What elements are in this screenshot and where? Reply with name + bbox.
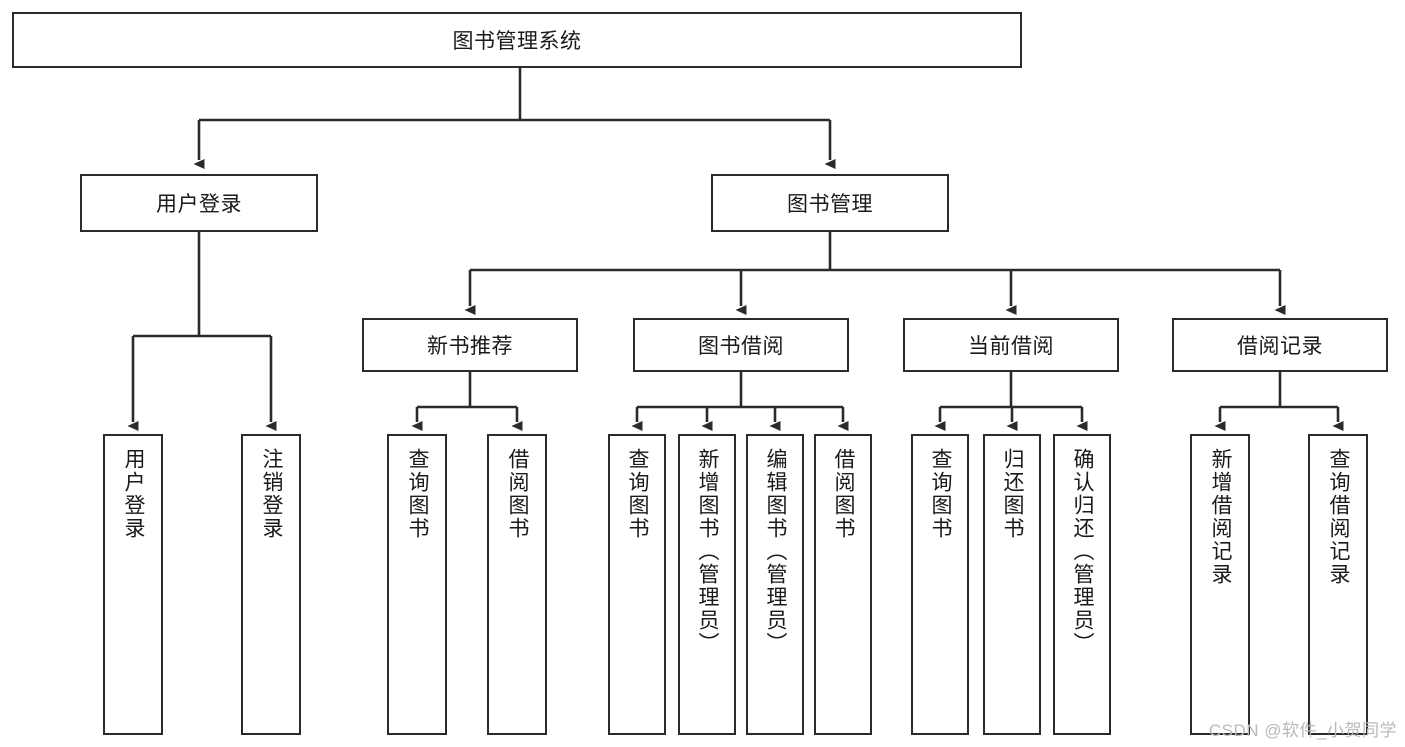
node-leaf-query-record[interactable]: 查询借阅记录 — [1308, 434, 1368, 735]
node-leaf-edit-book[interactable]: 编辑图书（管理员） — [746, 434, 804, 735]
node-leaf-user-login[interactable]: 用户登录 — [103, 434, 163, 735]
node-user-login[interactable]: 用户登录 — [80, 174, 318, 232]
node-leaf-add-record-label: 新增借阅记录 — [1209, 448, 1233, 586]
node-new-book-rec[interactable]: 新书推荐 — [362, 318, 578, 372]
node-leaf-add-record[interactable]: 新增借阅记录 — [1190, 434, 1250, 735]
node-root[interactable]: 图书管理系统 — [12, 12, 1022, 68]
node-leaf-borrow-book-rec-label: 借阅图书 — [506, 448, 530, 540]
node-leaf-return-book-label: 归还图书 — [1001, 448, 1025, 540]
node-leaf-confirm-return[interactable]: 确认归还（管理员） — [1053, 434, 1111, 735]
node-leaf-query-book-cur-label: 查询图书 — [929, 448, 953, 540]
node-leaf-add-book[interactable]: 新增图书（管理员） — [678, 434, 736, 735]
node-leaf-query-book-cur[interactable]: 查询图书 — [911, 434, 969, 735]
node-leaf-return-book[interactable]: 归还图书 — [983, 434, 1041, 735]
node-leaf-add-book-label: 新增图书（管理员） — [696, 448, 720, 655]
node-leaf-borrow-book-rec[interactable]: 借阅图书 — [487, 434, 547, 735]
node-user-login-label: 用户登录 — [156, 193, 242, 216]
node-leaf-query-book-borrow-label: 查询图书 — [626, 448, 650, 540]
node-root-label: 图书管理系统 — [452, 30, 582, 53]
node-leaf-borrow-book-label: 借阅图书 — [832, 448, 856, 540]
node-leaf-logout-label: 注销登录 — [260, 448, 284, 540]
node-leaf-query-book-borrow[interactable]: 查询图书 — [608, 434, 666, 735]
node-leaf-user-login-label: 用户登录 — [122, 448, 146, 540]
node-book-manage[interactable]: 图书管理 — [711, 174, 949, 232]
node-leaf-query-book-rec-label: 查询图书 — [406, 448, 430, 540]
node-current-borrow[interactable]: 当前借阅 — [903, 318, 1119, 372]
node-current-borrow-label: 当前借阅 — [968, 335, 1054, 358]
watermark: CSDN @软件_小贺同学 — [1208, 721, 1397, 740]
node-leaf-borrow-book[interactable]: 借阅图书 — [814, 434, 872, 735]
node-borrow-record-label: 借阅记录 — [1237, 335, 1323, 358]
node-new-book-rec-label: 新书推荐 — [427, 335, 513, 358]
node-leaf-confirm-return-label: 确认归还（管理员） — [1071, 448, 1095, 655]
node-borrow-record[interactable]: 借阅记录 — [1172, 318, 1388, 372]
node-book-borrow-label: 图书借阅 — [698, 335, 784, 358]
node-book-manage-label: 图书管理 — [787, 193, 873, 216]
node-leaf-query-record-label: 查询借阅记录 — [1327, 448, 1351, 586]
node-leaf-edit-book-label: 编辑图书（管理员） — [764, 448, 788, 655]
node-book-borrow[interactable]: 图书借阅 — [633, 318, 849, 372]
node-leaf-logout[interactable]: 注销登录 — [241, 434, 301, 735]
node-leaf-query-book-rec[interactable]: 查询图书 — [387, 434, 447, 735]
